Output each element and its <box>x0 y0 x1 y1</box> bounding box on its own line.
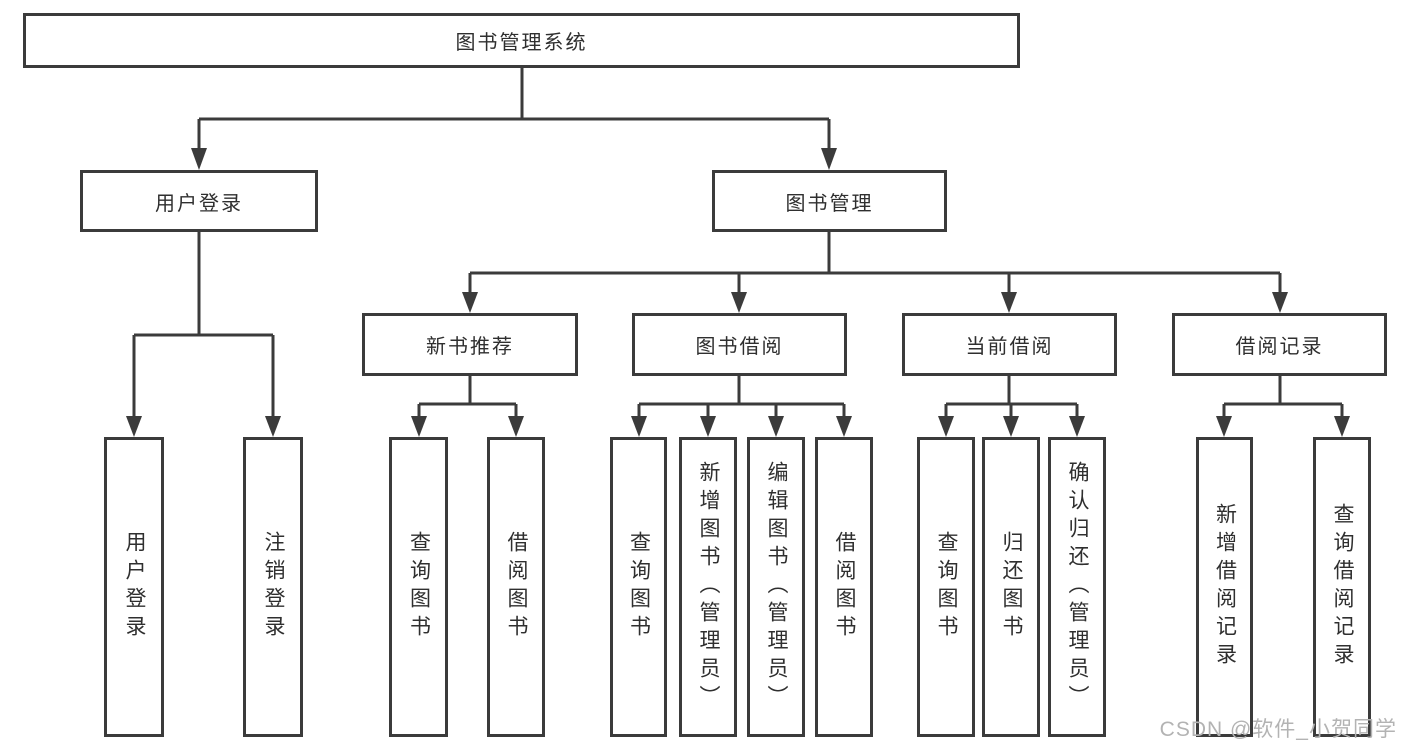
node-user-login: 用户登录 <box>80 170 318 232</box>
leaf-return-books: 归还图书 <box>982 437 1040 737</box>
leaf-query-books-recommend: 查询图书 <box>389 437 448 737</box>
leaf-logout: 注销登录 <box>243 437 303 737</box>
leaf-confirm-return-admin: 确认归还（管理员） <box>1048 437 1106 737</box>
node-borrowing-records: 借阅记录 <box>1172 313 1387 376</box>
leaf-query-books-current: 查询图书 <box>917 437 975 737</box>
node-new-book-recommendation: 新书推荐 <box>362 313 578 376</box>
leaf-query-books-borrowing: 查询图书 <box>610 437 667 737</box>
leaf-add-books-admin: 新增图书（管理员） <box>679 437 737 737</box>
node-library-management-system: 图书管理系统 <box>23 13 1020 68</box>
arrowheads <box>126 148 1350 437</box>
leaf-user-login: 用户登录 <box>104 437 164 737</box>
leaf-borrow-books: 借阅图书 <box>815 437 873 737</box>
leaf-edit-books-admin: 编辑图书（管理员） <box>747 437 805 737</box>
node-book-management: 图书管理 <box>712 170 947 232</box>
node-book-borrowing: 图书借阅 <box>632 313 847 376</box>
node-current-borrowing: 当前借阅 <box>902 313 1117 376</box>
leaf-query-borrow-record: 查询借阅记录 <box>1313 437 1371 737</box>
leaf-borrow-books-recommend: 借阅图书 <box>487 437 545 737</box>
leaf-add-borrow-record: 新增借阅记录 <box>1196 437 1253 737</box>
watermark: CSDN @软件_小贺同学 <box>1159 718 1397 741</box>
